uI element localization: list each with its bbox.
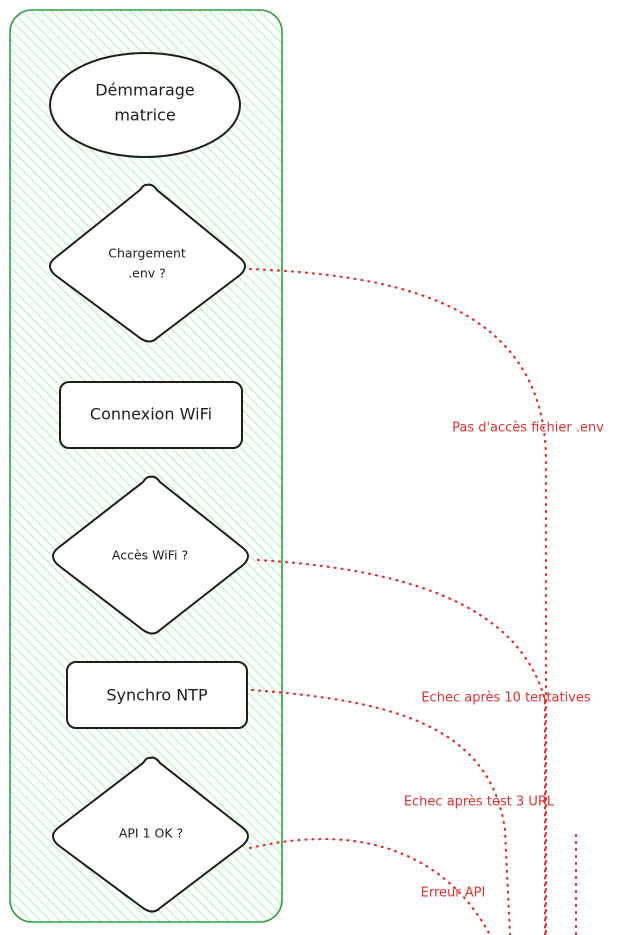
env-check-label-line1: Chargement [108,246,186,261]
api-check-label: API 1 OK ? [119,826,183,841]
start-node-label-line2: matrice [114,106,175,125]
edge-api-fail [248,837,492,935]
env-check-decision [49,183,246,343]
start-node [49,52,241,158]
env-check-label-line2: .env ? [128,266,166,281]
edge-label-env-fail: Pas d'accès fichier .env [452,421,604,436]
edge-label-ntp-fail: Echec après test 3 URL [404,795,555,810]
wifi-check-decision [52,475,249,635]
ntp-sync-process [66,661,248,729]
wifi-check-label: Accès WiFi ? [112,548,188,563]
edge-ntp-fail [250,688,512,935]
ntp-sync-label: Synchro NTP [106,686,208,705]
edge-env-fail [248,267,548,935]
wifi-connect-process [59,381,243,449]
start-node-label-line1: Démmarage [95,81,195,100]
wifi-connect-label: Connexion WiFi [90,405,212,424]
edge-label-api-fail: Erreur API [421,886,486,901]
edge-label-wifi-fail: Echec après 10 tentatives [421,691,591,706]
edge-wifi-fail [256,558,547,935]
api-check-decision [52,756,249,913]
